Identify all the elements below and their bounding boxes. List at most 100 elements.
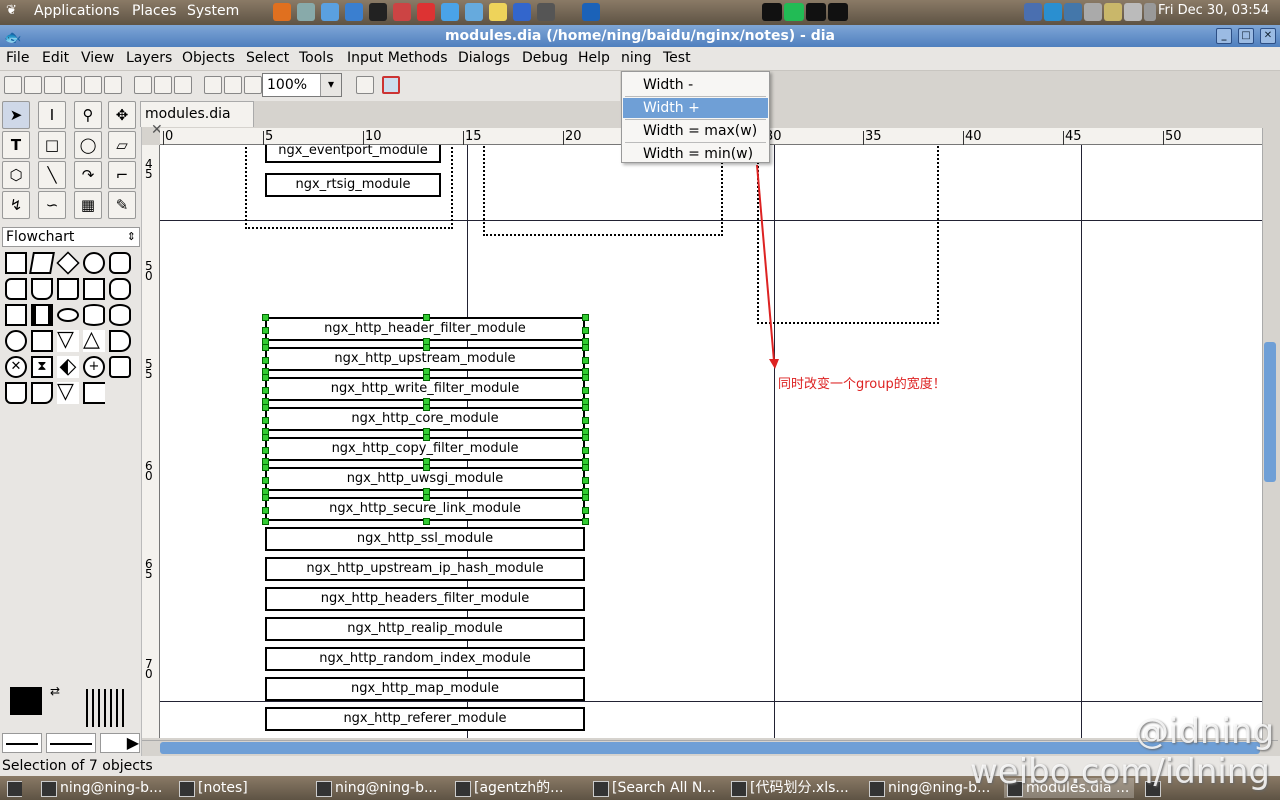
shape-database[interactable] — [83, 304, 105, 326]
selection-handle[interactable] — [262, 434, 269, 441]
menu-debug[interactable]: Debug — [522, 50, 569, 66]
selection-handle[interactable] — [582, 417, 589, 424]
beziergon-tool[interactable]: ⬡ — [2, 161, 30, 189]
zoom-out-icon[interactable] — [244, 76, 262, 94]
eclipse-icon[interactable] — [513, 3, 531, 21]
workspace-3[interactable] — [806, 3, 826, 21]
menu-view[interactable]: View — [81, 50, 115, 66]
selection-handle[interactable] — [262, 494, 269, 501]
menu-width-min[interactable]: Width = min(w) — [643, 146, 754, 162]
zoom-in-icon[interactable] — [224, 76, 242, 94]
menu-edit[interactable]: Edit — [42, 50, 70, 66]
close-button[interactable]: ✕ — [1260, 28, 1276, 44]
task-notes[interactable]: [notes] — [176, 778, 306, 798]
shape-connector[interactable] — [5, 330, 27, 352]
shape-or[interactable]: + — [83, 356, 105, 378]
module-box[interactable]: ngx_http_copy_filter_module — [262, 434, 589, 465]
swap-colors-icon[interactable]: ⇄ — [50, 684, 61, 698]
menu-file[interactable]: File — [6, 50, 30, 66]
menu-ning[interactable]: ning — [621, 50, 652, 66]
task-agentzh[interactable]: [agentzh的... — [452, 778, 582, 798]
shape-summing-junction[interactable]: ✕ — [5, 356, 27, 378]
shape-predefined[interactable] — [31, 304, 53, 326]
ellipse-tool[interactable]: ◯ — [74, 131, 102, 159]
selection-handle[interactable] — [582, 374, 589, 381]
menu-objects[interactable]: Objects — [182, 50, 235, 66]
keyboard-icon[interactable] — [1024, 3, 1042, 21]
minimize-button[interactable]: _ — [1216, 28, 1232, 44]
places-menu[interactable]: Places — [132, 3, 177, 19]
task-terminal-3[interactable]: ning@ning-b... — [866, 778, 996, 798]
cut-icon[interactable] — [154, 76, 172, 94]
group-outline[interactable] — [757, 145, 939, 324]
selection-handle[interactable] — [582, 518, 589, 525]
new-icon[interactable] — [4, 76, 22, 94]
menu-dialogs[interactable]: Dialogs — [458, 50, 510, 66]
start-arrow-select[interactable] — [2, 733, 42, 753]
battery-icon[interactable] — [1084, 3, 1102, 21]
text-edit-tool[interactable]: I — [38, 101, 66, 129]
magnify-tool[interactable]: ⚲ — [74, 101, 102, 129]
selection-handle[interactable] — [582, 327, 589, 334]
module-box[interactable]: ngx_http_write_filter_module — [262, 374, 589, 405]
module-box[interactable]: ngx_http_random_index_module — [265, 647, 585, 671]
menu-help[interactable]: Help — [578, 50, 610, 66]
selection-handle[interactable] — [262, 387, 269, 394]
selection-handle[interactable] — [582, 507, 589, 514]
selection-handle[interactable] — [262, 404, 269, 411]
system-menu[interactable]: System — [187, 3, 240, 19]
shape-annotation[interactable] — [83, 382, 105, 404]
shape-merge[interactable]: ▽ — [57, 329, 79, 352]
selection-handle[interactable] — [262, 344, 269, 351]
network-icon[interactable] — [1064, 3, 1082, 21]
sheet-select[interactable]: Flowchart⇕ — [2, 227, 140, 247]
shape-manual-input[interactable] — [5, 304, 27, 326]
line-width-widget[interactable] — [86, 689, 126, 727]
shape-offline-storage[interactable]: ▽ — [57, 381, 79, 404]
snap-grid-icon[interactable] — [356, 76, 374, 94]
module-box[interactable]: ngx_http_core_module — [262, 404, 589, 435]
shape-display[interactable] — [109, 278, 131, 300]
open-icon[interactable] — [24, 76, 42, 94]
selection-handle[interactable] — [582, 494, 589, 501]
selection-handle[interactable] — [262, 314, 269, 321]
workspace-4[interactable] — [828, 3, 848, 21]
module-box[interactable]: ngx_http_referer_module — [265, 707, 585, 731]
menu-layers[interactable]: Layers — [126, 50, 173, 66]
launcher-icon[interactable] — [297, 3, 315, 21]
print-icon[interactable] — [104, 76, 122, 94]
selection-handle[interactable] — [262, 518, 269, 525]
vertical-scroll-thumb[interactable] — [1264, 342, 1276, 482]
trash-icon[interactable] — [1142, 778, 1166, 798]
workspace-2[interactable] — [784, 3, 804, 21]
skype-icon[interactable] — [1044, 3, 1062, 21]
app-launcher-icon[interactable] — [393, 3, 411, 21]
selection-handle[interactable] — [582, 344, 589, 351]
maximize-button[interactable]: □ — [1238, 28, 1254, 44]
selection-handle[interactable] — [262, 417, 269, 424]
selection-handle[interactable] — [262, 464, 269, 471]
menu-width-plus[interactable]: Width + — [623, 98, 768, 118]
pidgin-icon[interactable] — [345, 3, 363, 21]
show-desktop-icon[interactable] — [4, 778, 22, 798]
shape-box[interactable] — [5, 252, 27, 274]
shape-multidoc[interactable] — [31, 382, 53, 404]
pointer-tool[interactable]: ➤ — [2, 101, 30, 129]
selection-handle[interactable] — [423, 518, 430, 525]
text-tool[interactable]: T — [2, 131, 30, 159]
launcher-icon[interactable] — [537, 3, 555, 21]
task-search[interactable]: [Search All N... — [590, 778, 720, 798]
module-box[interactable]: ngx_http_uwsgi_module — [262, 464, 589, 495]
end-arrow-select[interactable]: ▶ — [100, 733, 140, 753]
applications-menu[interactable]: Applications — [34, 3, 120, 19]
shape-internal-storage[interactable] — [31, 330, 53, 352]
module-box[interactable]: ngx_http_header_filter_module — [262, 314, 589, 345]
menu-select[interactable]: Select — [246, 50, 290, 66]
task-spreadsheet[interactable]: [代码划分.xls... — [728, 778, 858, 798]
close-tab-icon[interactable]: ✕ — [151, 122, 163, 138]
module-box[interactable]: ngx_http_upstream_module — [262, 344, 589, 375]
selection-handle[interactable] — [582, 357, 589, 364]
shape-terminal[interactable] — [57, 308, 79, 322]
shape-delay[interactable] — [109, 330, 131, 352]
selection-handle[interactable] — [423, 344, 430, 351]
